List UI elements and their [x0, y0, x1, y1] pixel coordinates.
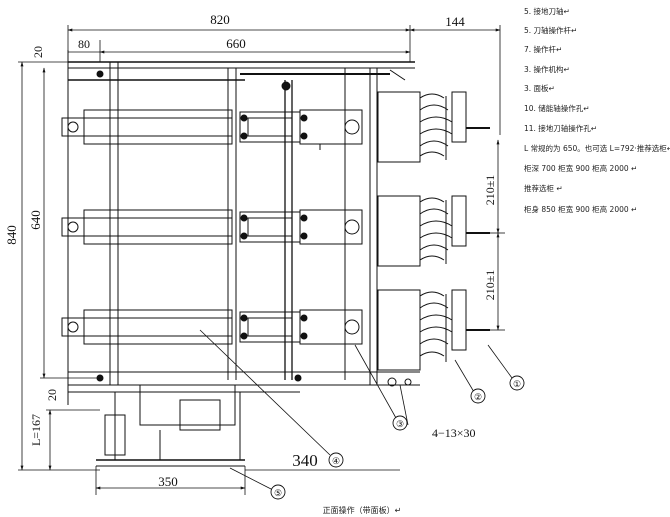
leader-lines	[199, 329, 513, 491]
dim-210-upper: 210±1	[483, 175, 497, 206]
notes-list: 5. 接地刀轴↵ 5. 刀轴操作杆↵ 7. 操作杆↵ 3. 操作机构↵ 3. 面…	[524, 6, 670, 214]
drawing-caption: 正面操作（带面板）↵	[323, 505, 402, 515]
note-4: 3. 操作机构↵	[524, 64, 570, 74]
balloon-3: ③	[396, 419, 404, 429]
dim-350: 350	[158, 474, 178, 489]
dim-L167: L=167	[29, 414, 43, 446]
dim-144: 144	[445, 14, 465, 29]
dim-20-bottom: 20	[45, 389, 59, 401]
dim-840: 840	[4, 225, 19, 245]
dim-820: 820	[210, 12, 230, 27]
dim-660: 660	[226, 36, 246, 51]
insulator-bottom	[377, 289, 490, 371]
note-9: 柜深 700 柜宽 900 柜高 2000 ↵	[524, 163, 637, 173]
balloon-1: ①	[513, 379, 521, 389]
note-11: 柜身 850 柜宽 900 柜高 2000 ↵	[524, 204, 637, 214]
balloon-2: ②	[474, 392, 482, 402]
insulator-top	[377, 91, 490, 163]
dim-20-top: 20	[31, 46, 45, 58]
balloon-4: ④	[332, 456, 340, 466]
note-5: 3. 面板↵	[524, 83, 555, 93]
note-8: L 常规的为 650。也可选 L=792·推荐选柜↵	[524, 143, 670, 153]
note-10: 推荐选柜 ↵	[524, 183, 563, 193]
insulator-middle	[377, 195, 490, 267]
note-7: 11. 接地刀轴操作孔↵	[524, 123, 597, 133]
note-2: 5. 刀轴操作杆↵	[524, 25, 577, 35]
dim-210-lower: 210±1	[483, 270, 497, 301]
frame-structure	[67, 50, 420, 405]
balloon-5: ⑤	[274, 488, 282, 498]
phase-row-middle	[61, 209, 363, 245]
phase-row-top	[61, 109, 363, 150]
dim-640: 640	[28, 210, 43, 230]
dimension-labels: 820 144 80 660 20 840 640 20 L=167 210±1…	[4, 12, 497, 489]
note-1: 5. 接地刀轴↵	[524, 6, 570, 16]
item-balloons: ① ② ③ ④ ⑤	[270, 375, 525, 500]
dim-80: 80	[78, 37, 90, 51]
phase-row-bottom	[61, 309, 363, 345]
operating-mechanism	[96, 384, 245, 467]
note-3: 7. 操作杆↵	[524, 44, 562, 54]
note-6: 10. 储能轴操作孔↵	[524, 103, 590, 113]
dimension-lines	[18, 25, 505, 495]
dim-340: 340	[292, 451, 318, 470]
dim-holes: 4−13×30	[432, 426, 476, 440]
